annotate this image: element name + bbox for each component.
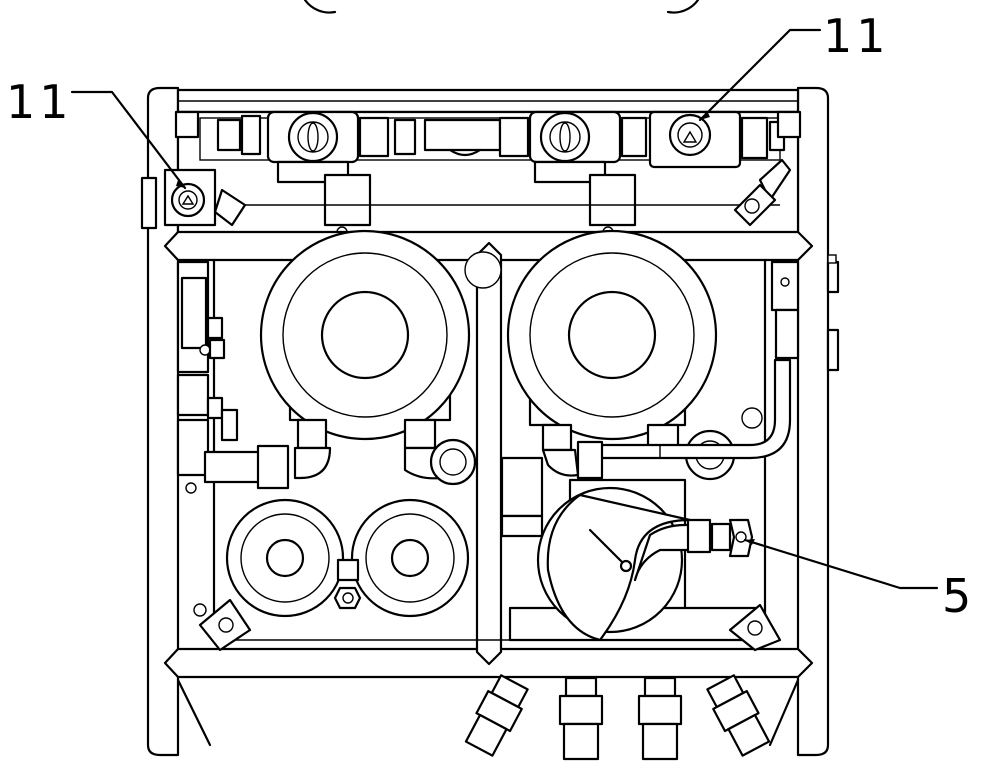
pressure-gauge	[508, 478, 762, 642]
callout-leader-top-right	[698, 28, 822, 122]
left-gauge	[140, 168, 247, 230]
valve-left	[266, 110, 360, 184]
left-motor	[203, 229, 502, 490]
valve-right	[648, 110, 786, 169]
outer-frame	[146, 86, 830, 757]
right-side-components	[741, 254, 840, 429]
top-cut-circles	[303, 0, 700, 14]
left-side-components	[176, 260, 239, 494]
callout-leader-top-left	[70, 90, 187, 190]
callout-label-top-right: 11	[823, 9, 890, 63]
bottom-brackets	[198, 598, 782, 652]
top-valve-assembly	[174, 110, 802, 239]
right-motor	[500, 229, 792, 538]
left-filters	[193, 498, 470, 618]
callout-label-right: 5	[942, 569, 975, 623]
center-divider	[475, 241, 503, 666]
callout-label-top-left: 11	[6, 75, 73, 129]
right-angled-fitting	[733, 158, 792, 227]
callout-leader-right	[743, 538, 939, 590]
valve-center	[528, 110, 622, 184]
bottom-fittings	[464, 674, 771, 761]
